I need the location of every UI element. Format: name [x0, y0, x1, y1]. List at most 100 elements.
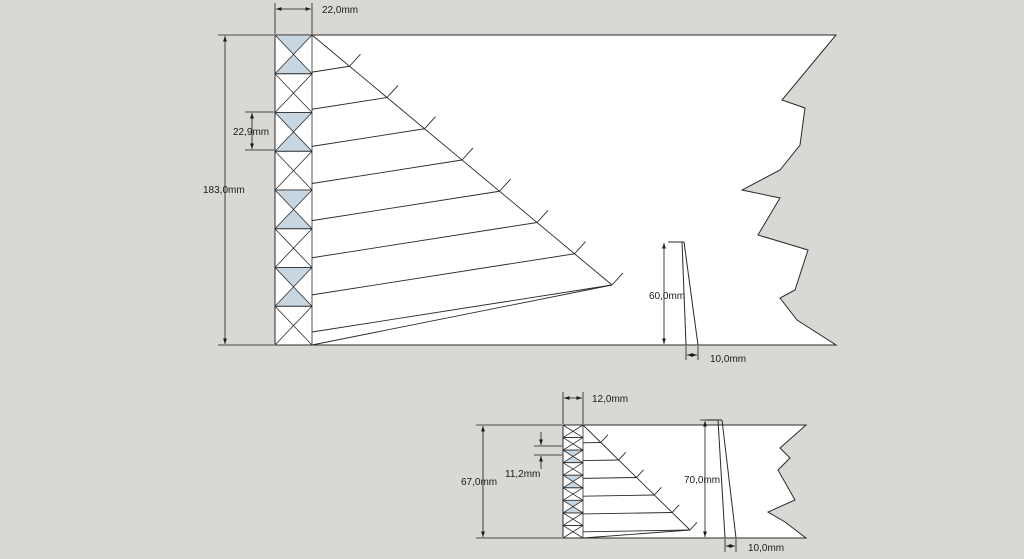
small-dim-wedge-base: 10,0mm — [724, 539, 784, 554]
large-rafter-tick — [499, 178, 511, 192]
small-wedge-height-label: 70,0mm — [684, 475, 720, 486]
small-assembly: 12,0mm 67,0mm 11,2mm 70,0mm 10,0mm — [461, 392, 808, 554]
small-rafter-tick — [618, 451, 626, 461]
large-strip-cell-shade-bottom — [275, 54, 312, 74]
small-strip — [562, 424, 584, 539]
large-strip-cell — [274, 189, 313, 230]
large-strip-cell-shade-top — [275, 112, 312, 132]
small-wedge-line-c — [721, 419, 737, 539]
small-rafters — [582, 424, 698, 539]
small-rafter-tick — [654, 486, 662, 496]
large-dim-wedge-height: 60,0mm — [649, 243, 685, 344]
small-dim-total-height: 67,0mm — [461, 424, 562, 539]
large-strip-cell-diag-b — [274, 305, 313, 346]
large-rafter-tick — [424, 116, 436, 130]
large-strip-cell-shade-bottom — [275, 131, 312, 152]
large-strip-cell-shade-top — [275, 35, 312, 55]
large-dim-strip-width: 22,0mm — [274, 3, 358, 34]
large-spacing-label: 22,9mm — [233, 127, 269, 138]
small-strip-cell-shade-top — [563, 500, 583, 507]
large-rafter — [311, 128, 425, 147]
large-strip-cell-diag-b — [274, 73, 313, 113]
small-dim-spacing: 11,2mm — [505, 432, 562, 480]
large-strip-cell-shade-top — [275, 190, 312, 210]
large-rafter — [311, 253, 575, 296]
large-strip-cell-diag-b — [274, 267, 313, 307]
small-rafter — [582, 529, 691, 533]
large-strip-cell-diag-b — [274, 112, 313, 152]
large-strip-cell — [274, 112, 313, 152]
small-strip-width-label: 12,0mm — [592, 394, 628, 405]
small-rafter-tick — [600, 434, 609, 443]
small-strip-cell-diag-b — [562, 462, 584, 476]
small-strip-cell — [562, 449, 584, 464]
large-rafter — [311, 97, 388, 110]
small-rafter-tick — [689, 521, 698, 531]
large-assembly: 22,0mm 183,0mm 22,9mm 60,0mm 10,0mm — [203, 3, 838, 365]
large-strip-cell-diag-b — [274, 150, 313, 191]
large-strip — [274, 34, 313, 346]
large-wedge-base-label: 10,0mm — [710, 354, 746, 365]
large-dim-total-height: 183,0mm — [203, 34, 274, 346]
large-rafter-bottom — [311, 284, 613, 346]
small-rafter-tick — [671, 504, 680, 513]
large-wedge-height-label: 60,0mm — [649, 291, 685, 302]
small-strip-cell-diag-b — [562, 437, 584, 451]
large-rafter — [311, 190, 500, 222]
small-strip-cell-diag-b — [562, 487, 584, 501]
small-rafter — [582, 494, 655, 497]
large-total-height-label: 183,0mm — [203, 185, 245, 196]
small-rafter-bottom — [582, 529, 691, 539]
large-dim-spacing: 22,9mm — [233, 111, 274, 151]
large-dim-wedge-base: 10,0mm — [685, 346, 746, 365]
large-wedge-line-b — [681, 241, 687, 346]
small-strip-cell-shade-bottom — [563, 481, 583, 488]
small-strip-cell-shade-top — [563, 475, 583, 482]
large-rafter — [311, 65, 350, 73]
small-strip-cell-shade-bottom — [563, 456, 583, 463]
large-strip-cell-diag-b — [274, 34, 313, 75]
small-rafter-tick — [636, 469, 644, 478]
large-rafter-tick — [536, 210, 549, 223]
small-strip-cell — [562, 499, 584, 514]
large-strip-cell-shade-top — [275, 267, 312, 287]
small-strip-cell — [562, 474, 584, 489]
small-spacing-label: 11,2mm — [505, 469, 540, 480]
small-strip-cell-diag-b — [562, 499, 584, 514]
small-strip-cell-diag-b — [562, 424, 584, 438]
large-rafter-tick — [349, 53, 361, 67]
small-wedge-base-label: 10,0mm — [748, 543, 784, 554]
small-dim-strip-width: 12,0mm — [562, 392, 628, 424]
small-rafter — [582, 459, 619, 462]
small-strip-cell-diag-b — [562, 449, 584, 464]
large-rafters — [311, 34, 624, 346]
large-wedge-line-c — [683, 241, 699, 346]
small-strip-cell-diag-b — [562, 474, 584, 489]
large-rafter-tick — [461, 147, 474, 161]
large-rafter-tick — [386, 85, 399, 98]
small-wedge-line-b — [717, 419, 726, 539]
small-strip-cell-shade-bottom — [563, 506, 583, 513]
small-rafter — [582, 477, 637, 479]
small-dim-wedge-height: 70,0mm — [684, 419, 720, 537]
large-strip-cell — [274, 305, 313, 346]
large-strip-width-label: 22,0mm — [322, 5, 358, 16]
large-rafter — [311, 159, 463, 184]
large-strip-cell-diag-b — [274, 228, 313, 268]
large-strip-cell — [274, 267, 313, 307]
large-rafter — [311, 222, 538, 259]
small-strip-cell-diag-b — [562, 512, 584, 526]
large-sheet — [274, 34, 838, 346]
large-rafter-tick — [611, 272, 624, 286]
small-strip-cell-diag-b — [562, 525, 584, 539]
small-strip-cell-shade-top — [563, 450, 583, 457]
large-strip-cell-shade-bottom — [275, 209, 312, 229]
small-rafter — [582, 512, 673, 515]
large-strip-cell-shade-bottom — [275, 286, 312, 307]
large-strip-cell-border — [274, 305, 313, 346]
large-strip-cell-diag-b — [274, 189, 313, 230]
large-rafter — [311, 284, 613, 333]
large-rafter-tick — [574, 241, 586, 255]
small-total-height-label: 67,0mm — [461, 477, 497, 488]
